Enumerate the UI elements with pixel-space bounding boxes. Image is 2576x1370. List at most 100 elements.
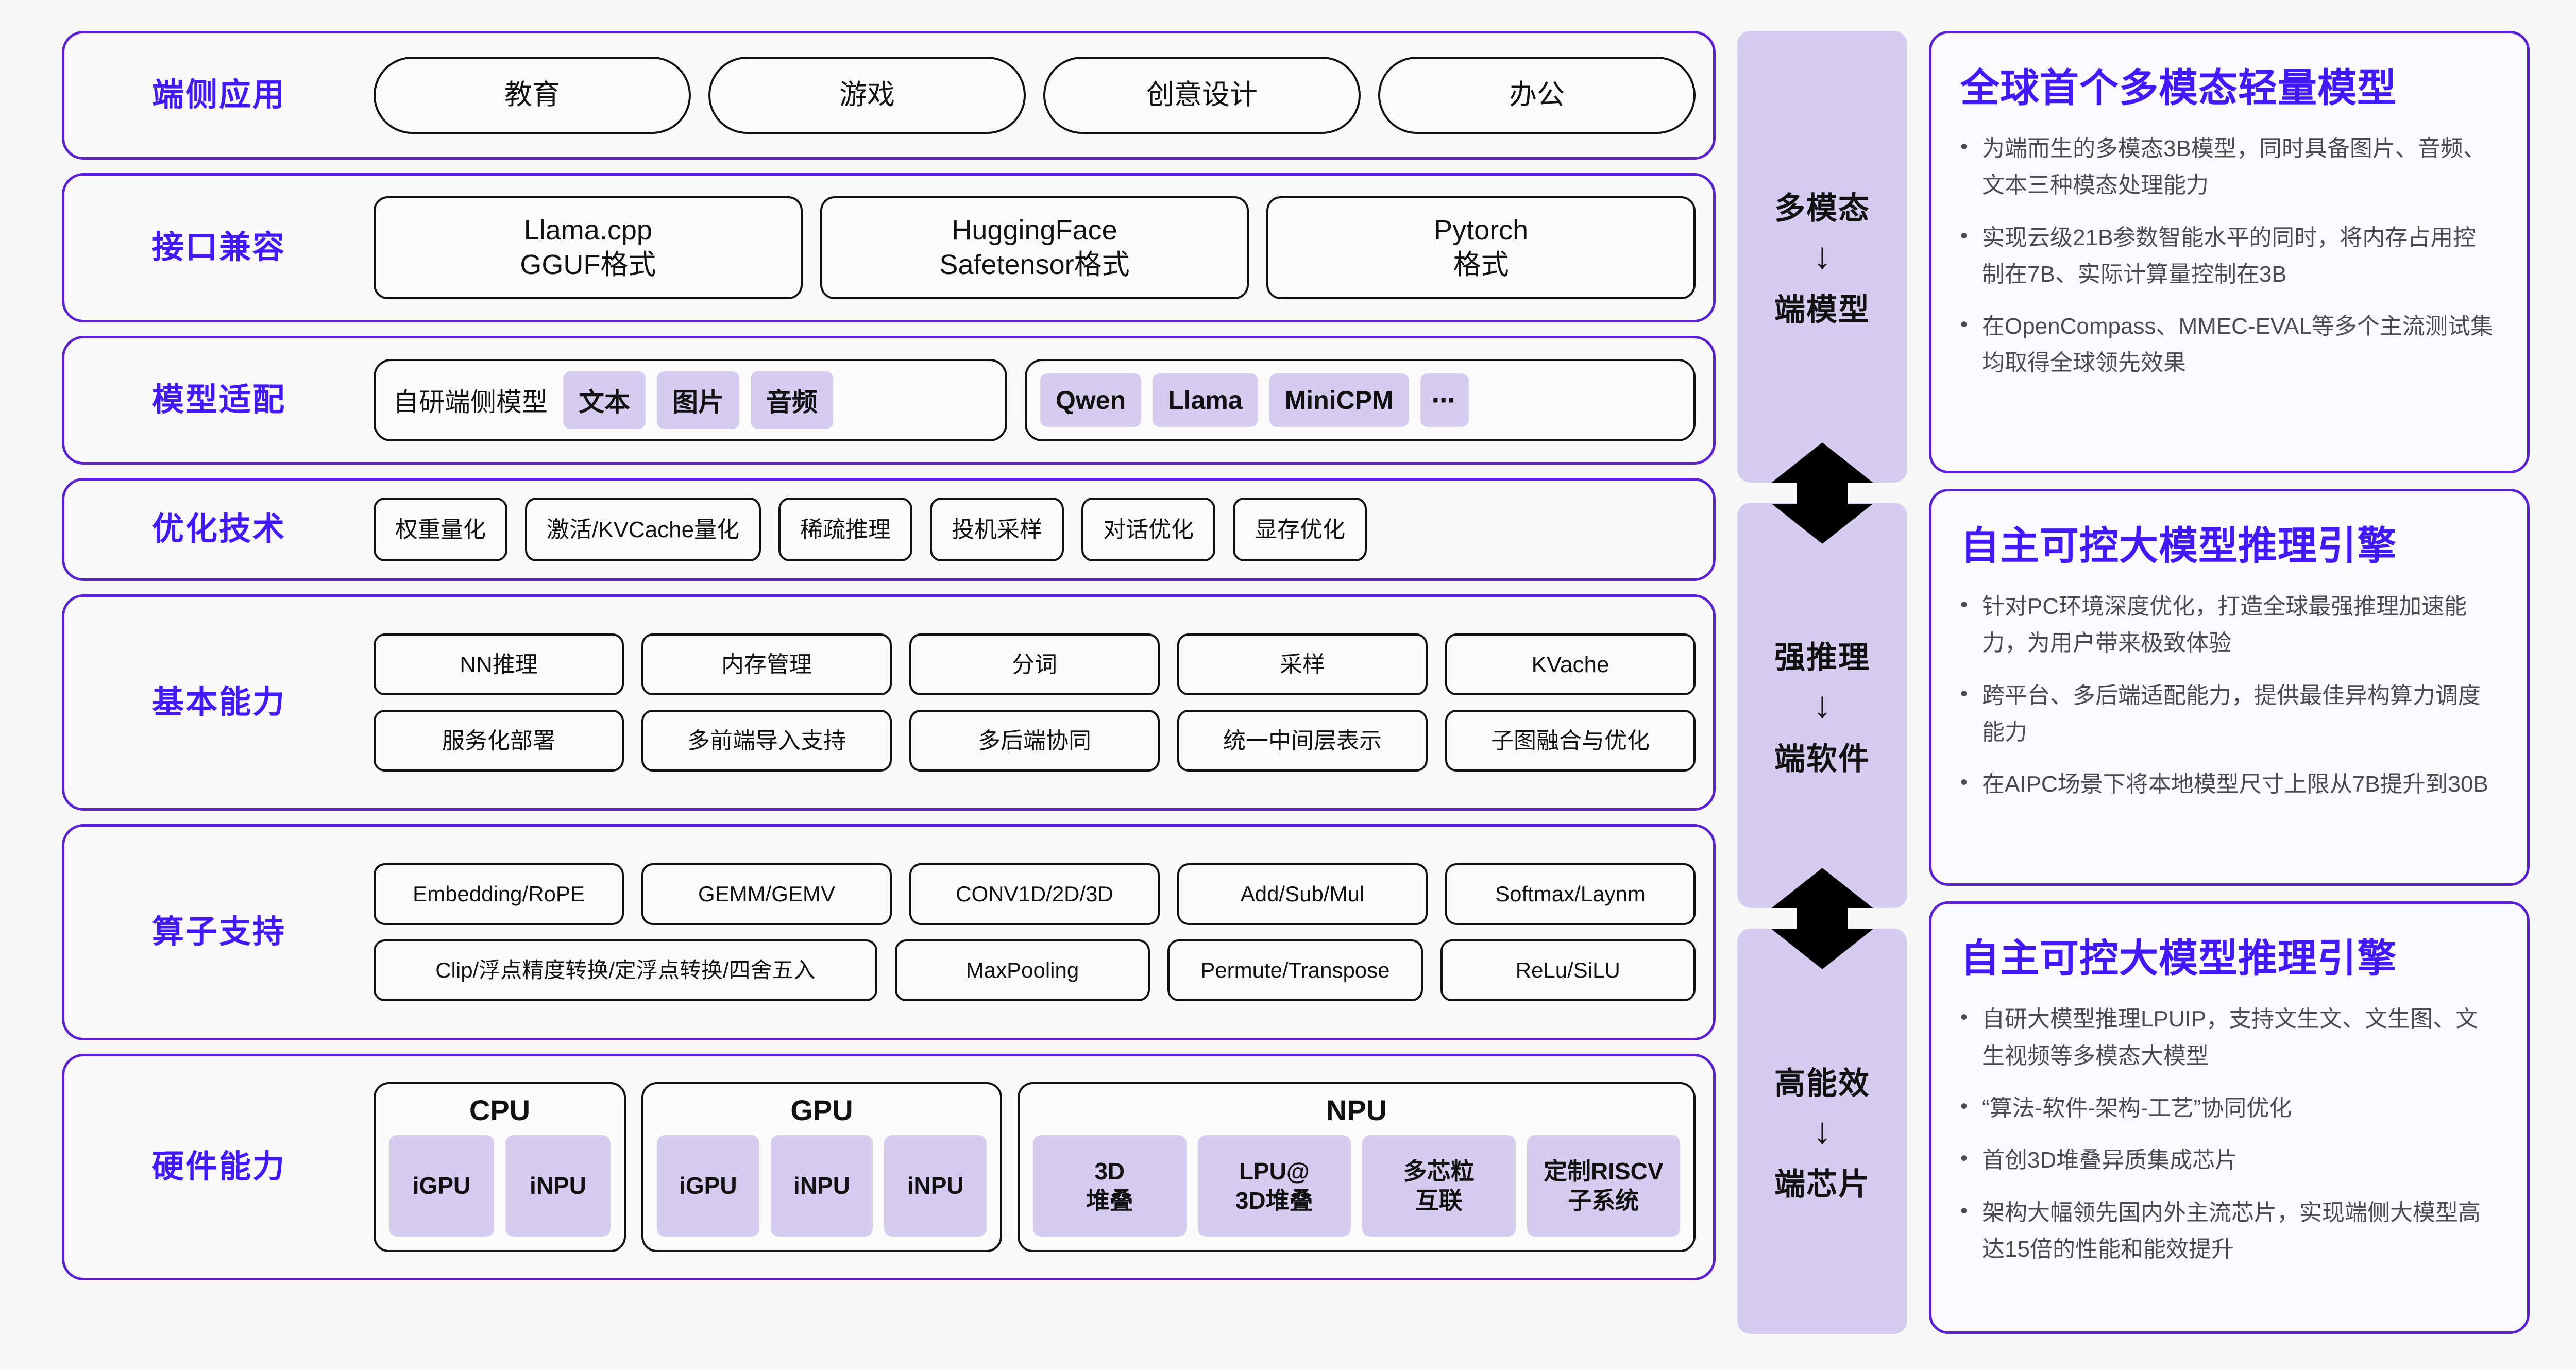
basic-card-multi-backend-collaboration[interactable]: 多后端协同 [909,710,1160,772]
hardware-chip-npu-custom-riscv[interactable]: 定制RISCV 子系统 [1527,1135,1680,1237]
basic-card-multi-frontend-import[interactable]: 多前端导入支持 [641,710,892,772]
app-card-creative-design[interactable]: 创意设计 [1043,57,1361,134]
layer-optimization-technology: 优化技术 权重量化 激活/KVCache量化 稀疏推理 投机采样 对话优化 显存… [62,478,1716,581]
opt-card-vram-optimization[interactable]: 显存优化 [1233,498,1367,561]
hardware-chip-cpu-inpu[interactable]: iNPU [505,1135,611,1237]
row: Llama.cpp GGUF格式 HuggingFace Safetensor格… [374,196,1696,299]
bullet-text: 跨平台、多后端适配能力，提供最佳异构算力调度能力 [1982,682,2481,745]
pipeline-label-high-efficiency: 高能效 [1774,1066,1870,1101]
bullet-list: • 针对PC环境深度优化，打造全球最强推理加速能力，为用户带来极致体验 • 跨平… [1960,588,2498,802]
op-card-relu-silu[interactable]: ReLu/SiLU [1440,939,1696,1001]
basic-card-sampling[interactable]: 采样 [1177,633,1428,695]
bullet-dot-icon: • [1960,593,1968,616]
modality-chip-text[interactable]: 文本 [563,371,646,429]
bullet-text: 自研大模型推理LPUIP，支持文生文、文生图、文生视频等多模态大模型 [1982,1006,2479,1069]
basic-card-kvcache[interactable]: KVache [1445,633,1696,695]
layer-label-model-adaptation: 模型适配 [151,382,286,418]
op-card-add-sub-mul[interactable]: Add/Sub/Mul [1177,863,1428,925]
hardware-group-npu: NPU 3D 堆叠 LPU@ 3D堆叠 多芯粒 互联 定制RISCV 子系统 [1018,1082,1696,1252]
model-group-row: 自研端侧模型 文本 图片 音频 Qwen Llama MiniCPM ⋯ [374,359,1696,441]
hardware-group-title-gpu: GPU [790,1094,853,1126]
row: Clip/浮点精度转换/定浮点转换/四舍五入 MaxPooling Permut… [374,939,1696,1001]
hardware-chip-gpu-igpu[interactable]: iGPU [657,1135,759,1237]
hardware-chip-gpu-inpu-1[interactable]: iNPU [770,1135,873,1237]
opt-card-dialogue-optimization[interactable]: 对话优化 [1081,498,1216,561]
app-card-game[interactable]: 游戏 [708,57,1026,134]
row: 教育 游戏 创意设计 办公 [374,57,1696,134]
op-card-gemm-gemv[interactable]: GEMM/GEMV [641,863,892,925]
highlight-cards: 全球首个多模态轻量模型 • 为端而生的多模态3B模型，同时具备图片、音频、文本三… [1929,31,2530,1334]
bullet-dot-icon: • [1960,771,1968,794]
model-chip-minicpm[interactable]: MiniCPM [1269,373,1409,427]
bullet-text: 实现云级21B参数智能水平的同时，将内存占用控制在7B、实际计算量控制在3B [1982,225,2476,287]
basic-card-memory-management[interactable]: 内存管理 [641,633,892,695]
pipeline-label-multimodal: 多模态 [1774,191,1870,226]
opt-card-speculative-sampling[interactable]: 投机采样 [930,498,1064,561]
app-card-education[interactable]: 教育 [374,57,691,134]
layer-label-edge-applications: 端侧应用 [151,77,286,113]
modality-chip-image[interactable]: 图片 [657,371,739,429]
modality-chip-audio[interactable]: 音频 [751,371,833,429]
hardware-group-title-cpu: CPU [469,1094,531,1126]
hardware-chip-npu-3d-stacking[interactable]: 3D 堆叠 [1033,1135,1187,1237]
pipeline-label-edge-chip: 端芯片 [1774,1167,1870,1202]
hardware-chip-npu-lpu-3d-stacking[interactable]: LPU@ 3D堆叠 [1197,1135,1351,1237]
model-chip-qwen[interactable]: Qwen [1040,373,1142,427]
highlight-card-inference-engine: 自主可控大模型推理引擎 • 针对PC环境深度优化，打造全球最强推理加速能力，为用… [1929,489,2530,886]
model-group-title-self-developed: 自研端侧模型 [393,388,548,417]
opt-card-weight-quantization[interactable]: 权重量化 [374,498,507,561]
model-group-self-developed: 自研端侧模型 文本 图片 音频 [374,359,1007,441]
hardware-chip-gpu-inpu-2[interactable]: iNPU [884,1135,987,1237]
highlight-card-multimodal-model: 全球首个多模态轻量模型 • 为端而生的多模态3B模型，同时具备图片、音频、文本三… [1929,31,2530,474]
pipeline-connector-1 [1737,442,1907,544]
bullet-dot-icon: • [1960,1006,1968,1029]
basic-card-service-deployment[interactable]: 服务化部署 [374,710,624,772]
layer-basic-capability: 基本能力 NN推理 内存管理 分词 采样 KVache 服务化部署 多前端导入支… [62,594,1716,811]
model-chip-more-ellipsis-icon[interactable]: ⋯ [1420,373,1469,427]
hardware-chip-npu-multi-chiplet[interactable]: 多芯粒 互联 [1362,1135,1516,1237]
model-group-third-party: Qwen Llama MiniCPM ⋯ [1025,359,1696,441]
op-card-conv[interactable]: CONV1D/2D/3D [909,863,1160,925]
basic-card-nn-inference[interactable]: NN推理 [374,633,624,695]
app-card-office[interactable]: 办公 [1378,57,1696,134]
basic-card-tokenization[interactable]: 分词 [909,633,1160,695]
layer-body-basic-capability: NN推理 内存管理 分词 采样 KVache 服务化部署 多前端导入支持 多后端… [374,618,1696,787]
layer-body-optimization-technology: 权重量化 激活/KVCache量化 稀疏推理 投机采样 对话优化 显存优化 [374,498,1696,561]
iface-card-pytorch[interactable]: Pytorch 格式 [1266,196,1696,299]
bullet-dot-icon: • [1960,1094,1968,1118]
basic-card-unified-ir[interactable]: 统一中间层表示 [1177,710,1428,772]
bullet-item: • 在AIPC场景下将本地模型尺寸上限从7B提升到30B [1960,766,2498,802]
layer-model-adaptation: 模型适配 自研端侧模型 文本 图片 音频 Qwen Llama MiniCPM … [62,336,1716,465]
op-card-maxpooling[interactable]: MaxPooling [894,939,1150,1001]
highlight-card-chip-engine: 自主可控大模型推理引擎 • 自研大模型推理LPUIP，支持文生文、文生图、文生视… [1929,901,2530,1334]
hardware-chip-cpu-igpu[interactable]: iGPU [389,1135,494,1237]
bullet-text: 在AIPC场景下将本地模型尺寸上限从7B提升到30B [1982,772,2488,797]
hardware-group-title-npu: NPU [1326,1094,1387,1126]
opt-card-sparse-inference[interactable]: 稀疏推理 [778,498,913,561]
bullet-text: 为端而生的多模态3B模型，同时具备图片、音频、文本三种模态处理能力 [1982,136,2486,198]
pipeline-label-edge-software: 端软件 [1774,741,1870,776]
bullet-text: 架构大幅领先国内外主流芯片，实现端侧大模型高达15倍的性能和能效提升 [1982,1200,2481,1262]
iface-card-llamacpp[interactable]: Llama.cpp GGUF格式 [374,196,803,299]
bullet-item: • 针对PC环境深度优化，打造全球最强推理加速能力，为用户带来极致体验 [1960,588,2498,662]
op-card-embedding-rope[interactable]: Embedding/RoPE [374,863,624,925]
opt-card-activation-kvcache-quantization[interactable]: 激活/KVCache量化 [525,498,761,561]
bullet-text: 针对PC环境深度优化，打造全球最强推理加速能力，为用户带来极致体验 [1982,594,2467,656]
pipeline-panel-chip: 高能效 ↓ 端芯片 [1737,929,1907,1334]
bullet-list: • 自研大模型推理LPUIP，支持文生文、文生图、文生视频等多模态大模型 • “… [1960,1001,2498,1268]
bullet-text: “算法-软件-架构-工艺”协同优化 [1982,1095,2292,1121]
hardware-group-gpu: GPU iGPU iNPU iNPU [641,1082,1002,1252]
op-card-clip-precision-convert[interactable]: Clip/浮点精度转换/定浮点转换/四舍五入 [374,939,877,1001]
op-card-permute-transpose[interactable]: Permute/Transpose [1167,939,1423,1001]
bullet-list: • 为端而生的多模态3B模型，同时具备图片、音频、文本三种模态处理能力 • 实现… [1960,130,2498,382]
op-card-softmax-laynm[interactable]: Softmax/Laynm [1445,863,1696,925]
row: 权重量化 激活/KVCache量化 稀疏推理 投机采样 对话优化 显存优化 [374,498,1696,561]
model-chip-llama[interactable]: Llama [1153,373,1258,427]
basic-card-subgraph-fusion[interactable]: 子图融合与优化 [1445,710,1696,772]
bullet-item: • 跨平台、多后端适配能力，提供最佳异构算力调度能力 [1960,677,2498,751]
bullet-dot-icon: • [1960,1199,1968,1222]
layer-edge-applications: 端侧应用 教育 游戏 创意设计 办公 [62,31,1716,160]
iface-card-huggingface[interactable]: HuggingFace Safetensor格式 [820,196,1249,299]
bullet-item: • 首创3D堆叠异质集成芯片 [1960,1142,2498,1178]
